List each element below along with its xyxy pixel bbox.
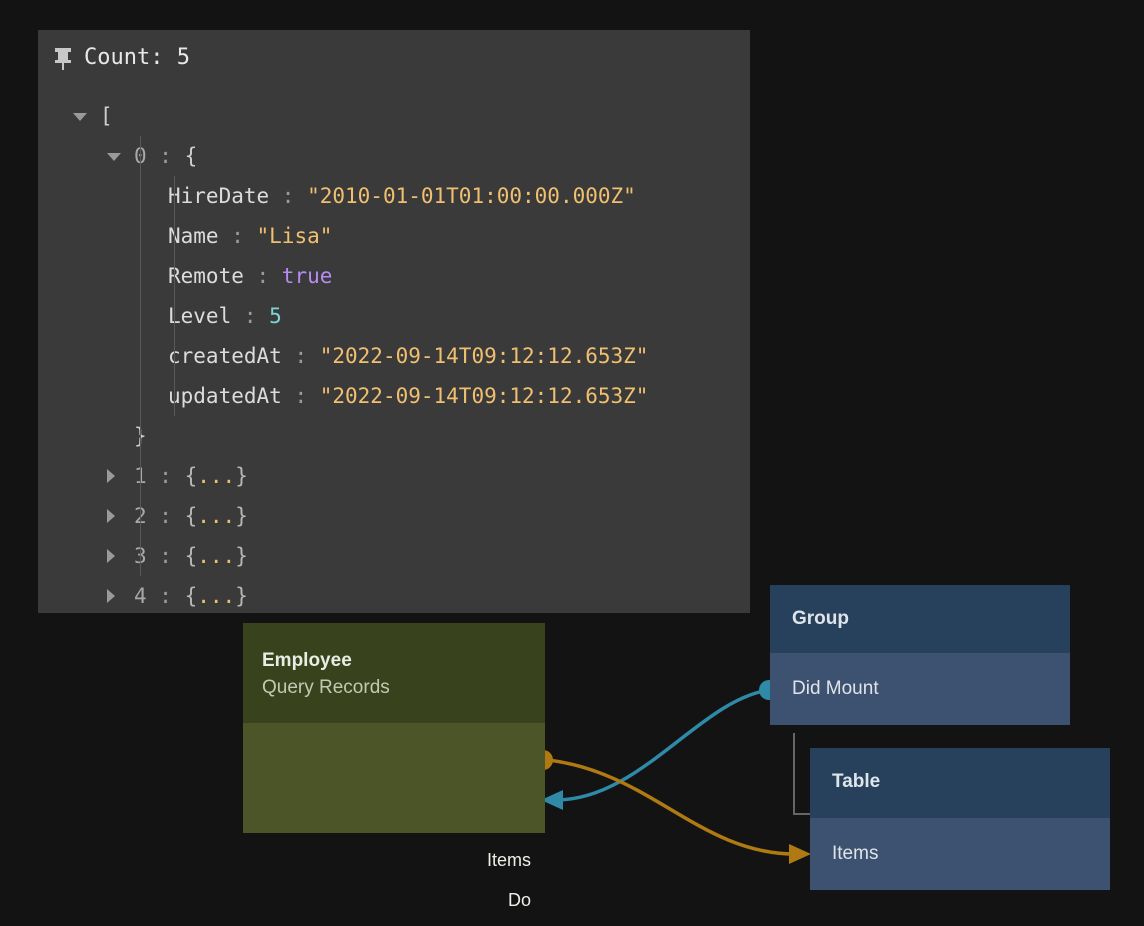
json-tree-row-text: [ bbox=[100, 96, 113, 136]
json-key: Name bbox=[168, 224, 219, 248]
node-employee-body: Items Do bbox=[243, 723, 545, 910]
json-colon: : bbox=[231, 304, 270, 328]
json-colon: : bbox=[146, 584, 185, 608]
json-tree-row[interactable]: Remote : true bbox=[38, 256, 750, 296]
node-employee-title: Employee bbox=[262, 650, 352, 671]
json-tree-row-text: createdAt : "2022-09-14T09:12:12.653Z" bbox=[168, 336, 648, 376]
json-tree-row[interactable]: 3 : {...} bbox=[38, 536, 750, 576]
tree-indent-guide bbox=[140, 136, 141, 576]
json-tree-row-text: 3 : {...} bbox=[134, 536, 248, 576]
json-tree-row[interactable]: [ bbox=[38, 96, 750, 136]
json-ellipsis: ... bbox=[197, 544, 236, 568]
json-colon: : bbox=[146, 464, 185, 488]
json-value: "2022-09-14T09:12:12.653Z" bbox=[319, 344, 649, 368]
json-brace: { bbox=[184, 544, 198, 568]
json-value: "2010-01-01T01:00:00.000Z" bbox=[307, 184, 636, 208]
record-count-label: Count: 5 bbox=[84, 45, 190, 70]
json-tree-row[interactable]: 4 : {...} bbox=[38, 576, 750, 613]
json-tree-row[interactable]: HireDate : "2010-01-01T01:00:00.000Z" bbox=[38, 176, 750, 216]
json-colon: : bbox=[146, 504, 185, 528]
json-brace: { bbox=[184, 584, 198, 608]
json-colon: : bbox=[243, 264, 282, 288]
json-tree-row-text: Name : "Lisa" bbox=[168, 216, 332, 256]
node-group-row-did-mount[interactable]: Did Mount bbox=[770, 653, 1070, 725]
node-table-row-label: Items bbox=[832, 843, 879, 864]
json-tree-row-text: Remote : true bbox=[168, 256, 332, 296]
json-tree-row[interactable]: Name : "Lisa" bbox=[38, 216, 750, 256]
pin-icon[interactable] bbox=[54, 47, 72, 70]
json-value: "2022-09-14T09:12:12.653Z" bbox=[319, 384, 649, 408]
edge-did-mount-to-do bbox=[541, 688, 770, 810]
group-to-table-connector bbox=[793, 733, 817, 815]
json-tree-row-text: 1 : {...} bbox=[134, 456, 248, 496]
node-group-header: Group bbox=[770, 585, 1070, 653]
inspector-header: Count: 5 bbox=[54, 38, 190, 78]
json-value: "Lisa" bbox=[256, 224, 333, 248]
json-tree-row-text: 2 : {...} bbox=[134, 496, 248, 536]
json-key: createdAt bbox=[168, 344, 282, 368]
edge-items-to-items bbox=[547, 758, 811, 864]
json-tree-row-text: HireDate : "2010-01-01T01:00:00.000Z" bbox=[168, 176, 636, 216]
json-punct: { bbox=[184, 144, 198, 168]
json-tree-row-text: updatedAt : "2022-09-14T09:12:12.653Z" bbox=[168, 376, 648, 416]
node-group-title: Group bbox=[792, 608, 849, 629]
json-punct: [ bbox=[100, 104, 113, 128]
json-tree-row[interactable]: updatedAt : "2022-09-14T09:12:12.653Z" bbox=[38, 376, 750, 416]
node-table[interactable]: Table Items bbox=[810, 748, 1110, 890]
chevron-down-icon[interactable] bbox=[73, 113, 87, 121]
json-brace: } bbox=[235, 464, 248, 488]
node-group[interactable]: Group Did Mount bbox=[770, 585, 1070, 725]
node-employee-header: Employee Query Records bbox=[243, 623, 545, 723]
chevron-right-icon[interactable] bbox=[107, 509, 115, 523]
node-table-title: Table bbox=[832, 771, 881, 792]
json-brace: { bbox=[184, 464, 198, 488]
tree-indent-guide bbox=[174, 176, 175, 416]
chevron-down-icon[interactable] bbox=[107, 153, 121, 161]
json-colon: : bbox=[146, 144, 185, 168]
json-colon: : bbox=[218, 224, 257, 248]
json-key: Remote bbox=[168, 264, 244, 288]
json-tree-row[interactable]: 2 : {...} bbox=[38, 496, 750, 536]
json-tree-row[interactable]: Level : 5 bbox=[38, 296, 750, 336]
json-inspector-panel[interactable]: Count: 5 [0 : {HireDate : "2010-01-01T01… bbox=[38, 30, 750, 613]
json-tree[interactable]: [0 : {HireDate : "2010-01-01T01:00:00.00… bbox=[38, 96, 750, 613]
json-key: Level bbox=[168, 304, 232, 328]
json-value: true bbox=[281, 264, 333, 288]
json-tree-row-text: 0 : { bbox=[134, 136, 197, 176]
json-tree-row-text: Level : 5 bbox=[168, 296, 282, 336]
node-group-row-label: Did Mount bbox=[792, 678, 879, 699]
json-tree-row[interactable]: createdAt : "2022-09-14T09:12:12.653Z" bbox=[38, 336, 750, 376]
json-colon: : bbox=[281, 384, 320, 408]
json-ellipsis: ... bbox=[197, 584, 236, 608]
json-colon: : bbox=[281, 344, 320, 368]
node-employee-subtitle: Query Records bbox=[262, 677, 390, 698]
json-tree-row[interactable]: 0 : { bbox=[38, 136, 750, 176]
json-key: HireDate bbox=[168, 184, 270, 208]
json-brace: { bbox=[184, 504, 198, 528]
json-ellipsis: ... bbox=[197, 464, 236, 488]
port-label-employee-do[interactable]: Do bbox=[507, 890, 531, 910]
chevron-right-icon[interactable] bbox=[107, 549, 115, 563]
json-value: 5 bbox=[269, 304, 282, 328]
json-tree-row-text: 4 : {...} bbox=[134, 576, 248, 613]
json-colon: : bbox=[146, 544, 185, 568]
json-array-index: 4 bbox=[134, 584, 147, 608]
chevron-right-icon[interactable] bbox=[107, 589, 115, 603]
json-tree-row[interactable]: 1 : {...} bbox=[38, 456, 750, 496]
json-ellipsis: ... bbox=[197, 504, 236, 528]
json-key: updatedAt bbox=[168, 384, 282, 408]
node-table-row-items[interactable]: Items bbox=[810, 818, 1110, 890]
json-brace: } bbox=[235, 544, 248, 568]
port-label-employee-items[interactable]: Items bbox=[486, 850, 531, 870]
json-tree-row[interactable]: } bbox=[38, 416, 750, 456]
chevron-right-icon[interactable] bbox=[107, 469, 115, 483]
node-table-header: Table bbox=[810, 748, 1110, 818]
node-employee[interactable]: Employee Query Records Items Do bbox=[243, 623, 545, 910]
json-colon: : bbox=[269, 184, 308, 208]
json-brace: } bbox=[235, 504, 248, 528]
json-brace: } bbox=[235, 584, 248, 608]
